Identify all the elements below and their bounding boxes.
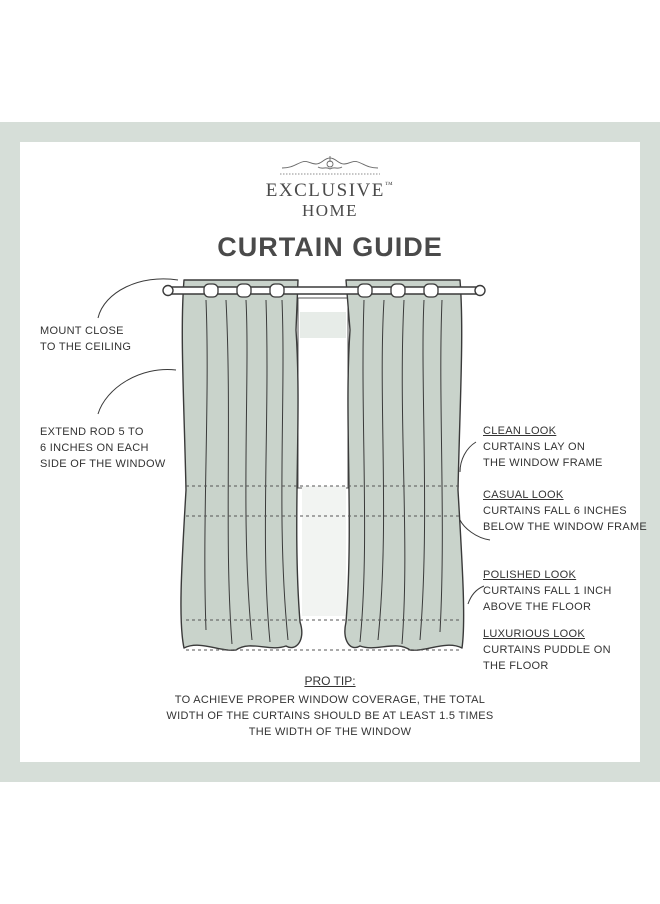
pro-tip-heading: PRO TIP: [304,674,356,688]
callout-lines [97,278,491,605]
brand-ornament-icon [280,156,380,175]
mount-close-note: MOUNT CLOSE TO THE CEILING [40,325,132,353]
casual-look-note: CASUAL LOOK CURTAINS FALL 6 INCHES BELOW… [483,489,648,533]
clean-look-heading: CLEAN LOOK [483,425,557,437]
trademark-mark: ™ [384,180,395,189]
length-level-lines [186,485,462,651]
brand-name-line1: EXCLUSIVE™ [265,180,395,201]
window-illustration [297,297,349,616]
guide-title: CURTAIN GUIDE [217,232,443,262]
left-curtain [180,279,303,651]
polished-look-heading: POLISHED LOOK [483,569,577,581]
luxurious-look-note: LUXURIOUS LOOK CURTAINS PUDDLE ON THE FL… [483,628,611,672]
grommets [203,283,439,298]
pro-tip-body: TO ACHIEVE PROPER WINDOW COVERAGE, THE T… [166,694,494,738]
clean-look-note: CLEAN LOOK CURTAINS LAY ON THE WINDOW FR… [483,425,603,469]
extend-rod-note: EXTEND ROD 5 TO 6 INCHES ON EACH SIDE OF… [40,426,166,470]
casual-look-heading: CASUAL LOOK [483,489,564,501]
polished-look-note: POLISHED LOOK CURTAINS FALL 1 INCH ABOVE… [483,569,612,613]
brand-name-line2: HOME [301,201,359,220]
curtain-folds [204,299,443,645]
luxurious-look-heading: LUXURIOUS LOOK [483,628,586,640]
